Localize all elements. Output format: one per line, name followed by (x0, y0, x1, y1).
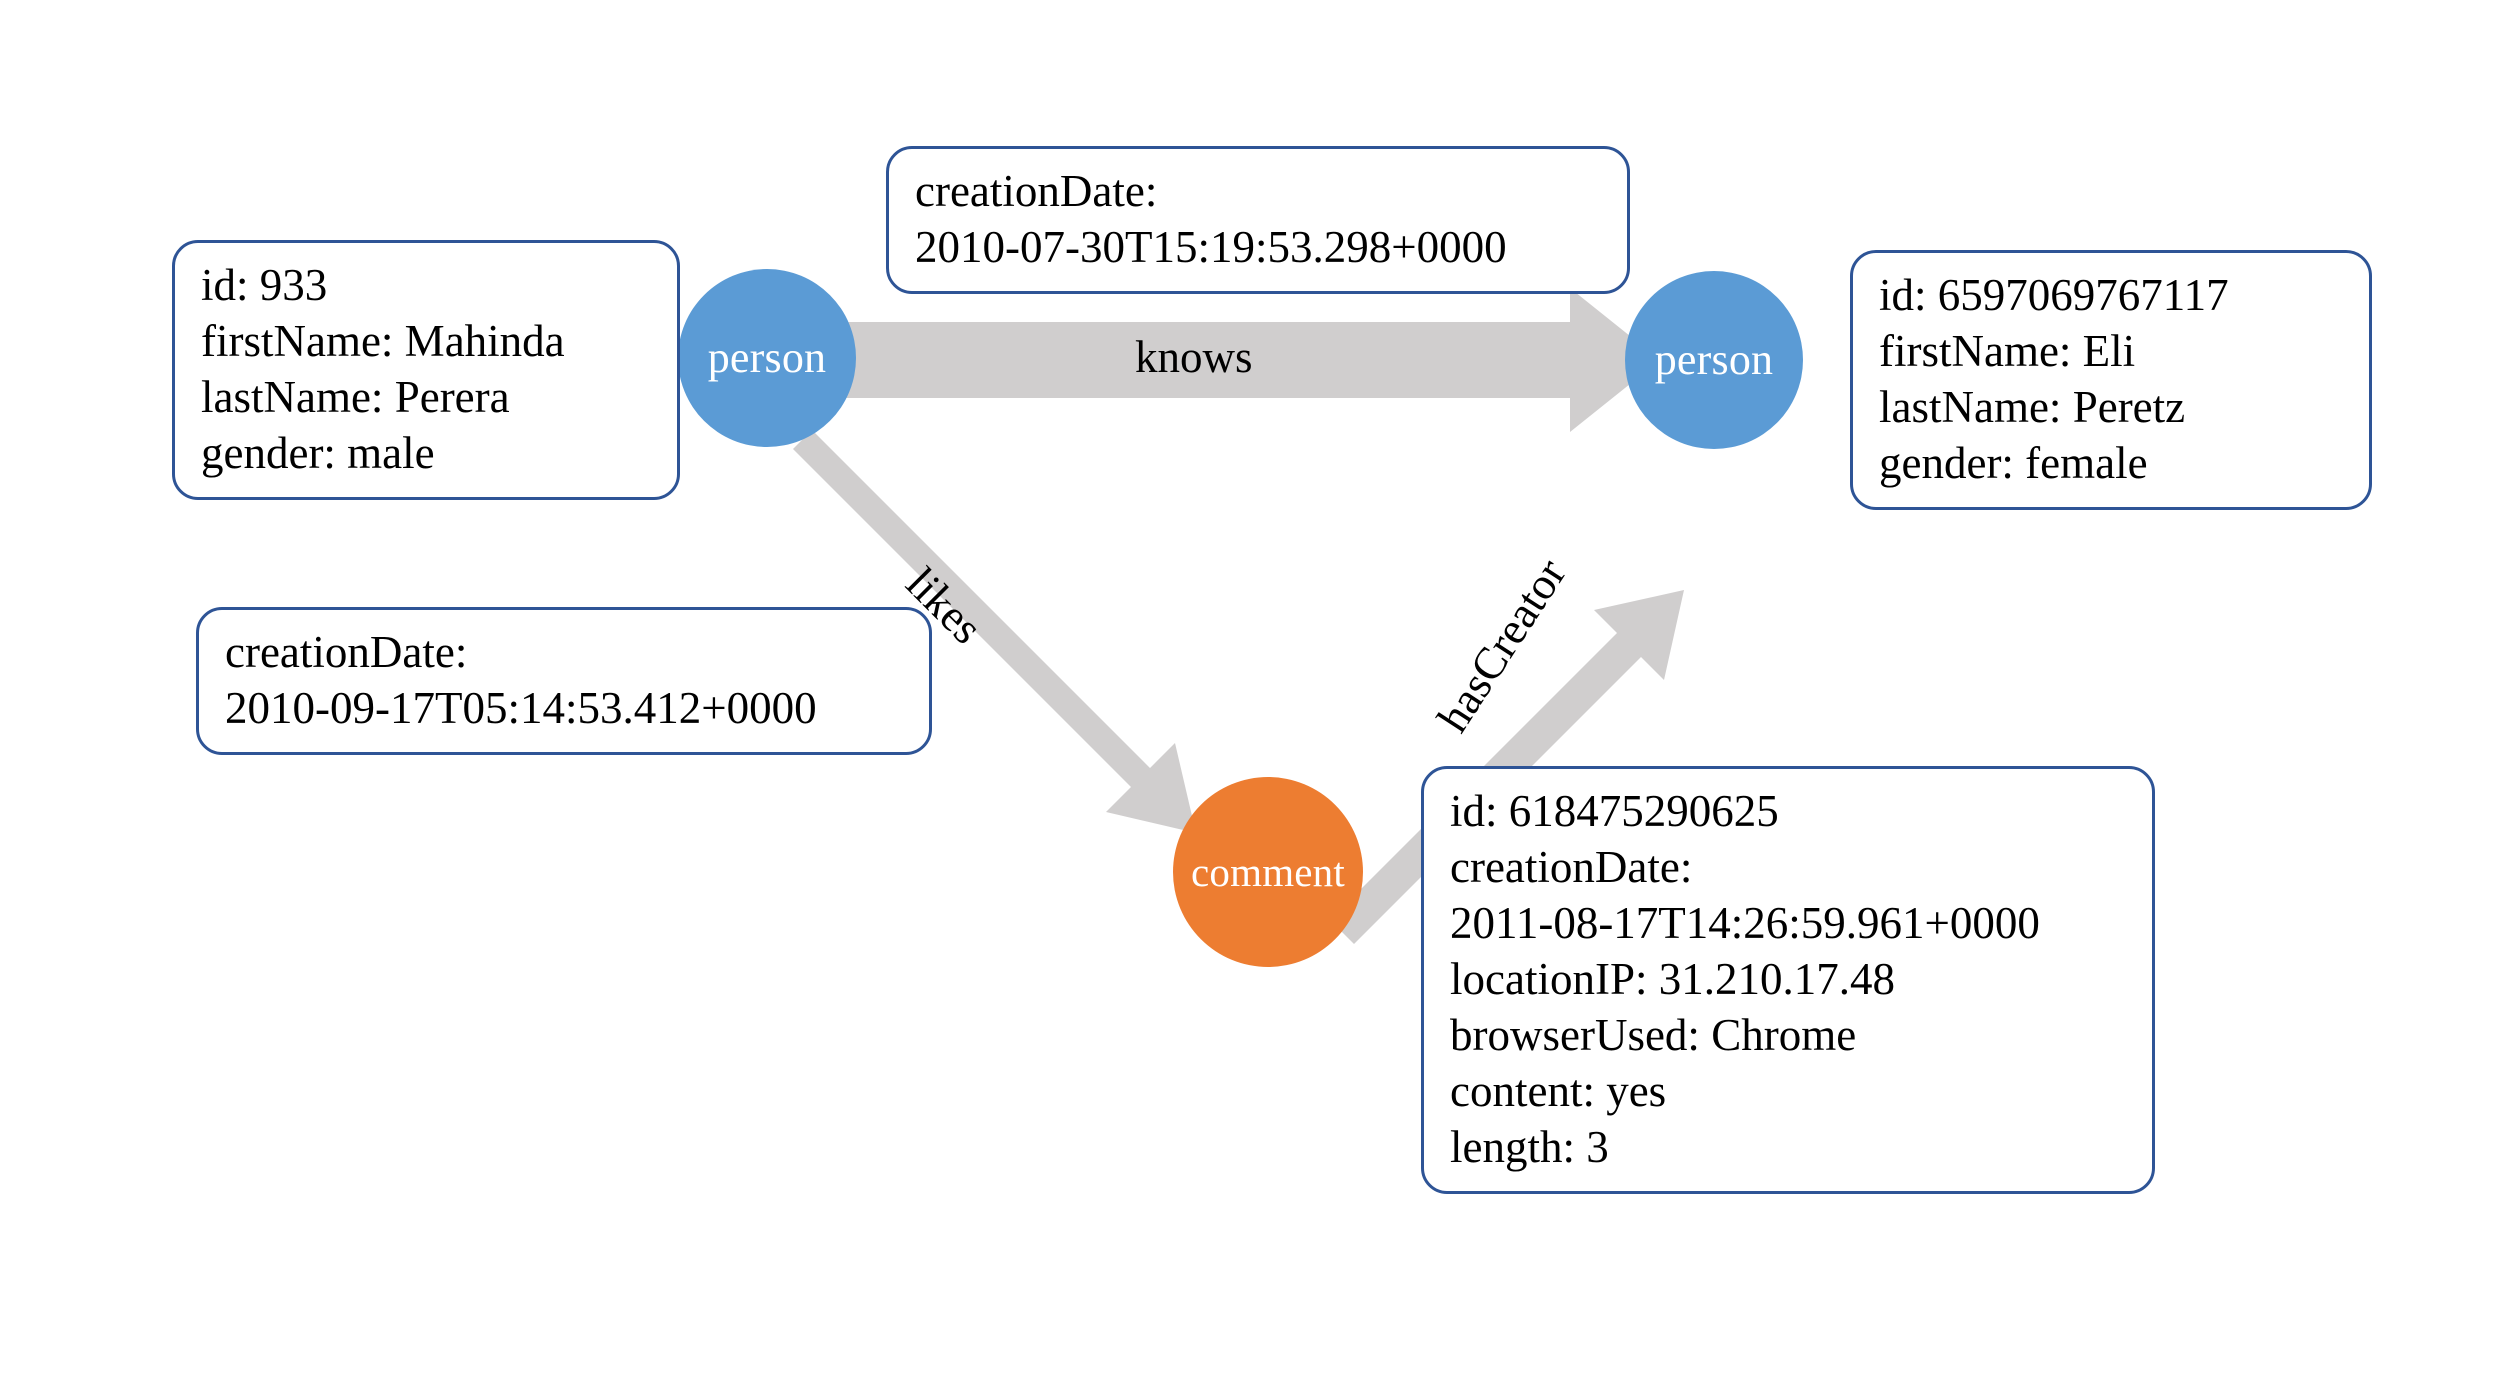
property-line: gender: female (1879, 438, 2148, 489)
property-line: locationIP: 31.210.17.48 (1450, 954, 1895, 1005)
property-line: firstName: Eli (1879, 326, 2136, 377)
property-line: firstName: Mahinda (201, 316, 565, 367)
property-box-likes: creationDate: 2010-09-17T05:14:53.412+00… (196, 607, 932, 756)
property-box-person-right: id: 6597069767117 firstName: Eli lastNam… (1850, 250, 2372, 511)
edge-knows-arrow (845, 288, 1660, 432)
property-line: id: 6597069767117 (1879, 270, 2229, 320)
node-person-right[interactable]: person (1625, 271, 1803, 449)
property-line: browserUsed: Chrome (1450, 1010, 1857, 1061)
property-box-knows: creationDate: 2010-07-30T15:19:53.298+00… (886, 146, 1630, 295)
property-line: 2010-09-17T05:14:53.412+0000 (225, 683, 817, 734)
property-line: lastName: Peretz (1879, 382, 2186, 433)
property-line: creationDate: (915, 166, 1158, 216)
property-line: 2011-08-17T14:26:59.961+0000 (1450, 898, 2040, 949)
property-line: length: 3 (1450, 1122, 1609, 1173)
property-line: creationDate: (225, 627, 468, 677)
property-line: 2010-07-30T15:19:53.298+0000 (915, 222, 1507, 273)
edge-likes-arrow (793, 430, 1196, 833)
property-box-person-left: id: 933 firstName: Mahinda lastName: Per… (172, 240, 680, 501)
property-line: creationDate: (1450, 842, 1693, 893)
node-person-left[interactable]: person (678, 269, 856, 447)
property-line: id: 618475290625 (1450, 786, 1779, 836)
property-box-comment: id: 618475290625 creationDate: 2011-08-1… (1421, 766, 2155, 1195)
node-comment[interactable]: comment (1173, 777, 1363, 967)
property-line: content: yes (1450, 1066, 1667, 1117)
property-line: lastName: Perera (201, 372, 510, 423)
property-line: id: 933 (201, 260, 328, 310)
property-line: gender: male (201, 428, 435, 479)
edge-label-knows: knows (1135, 332, 1253, 382)
